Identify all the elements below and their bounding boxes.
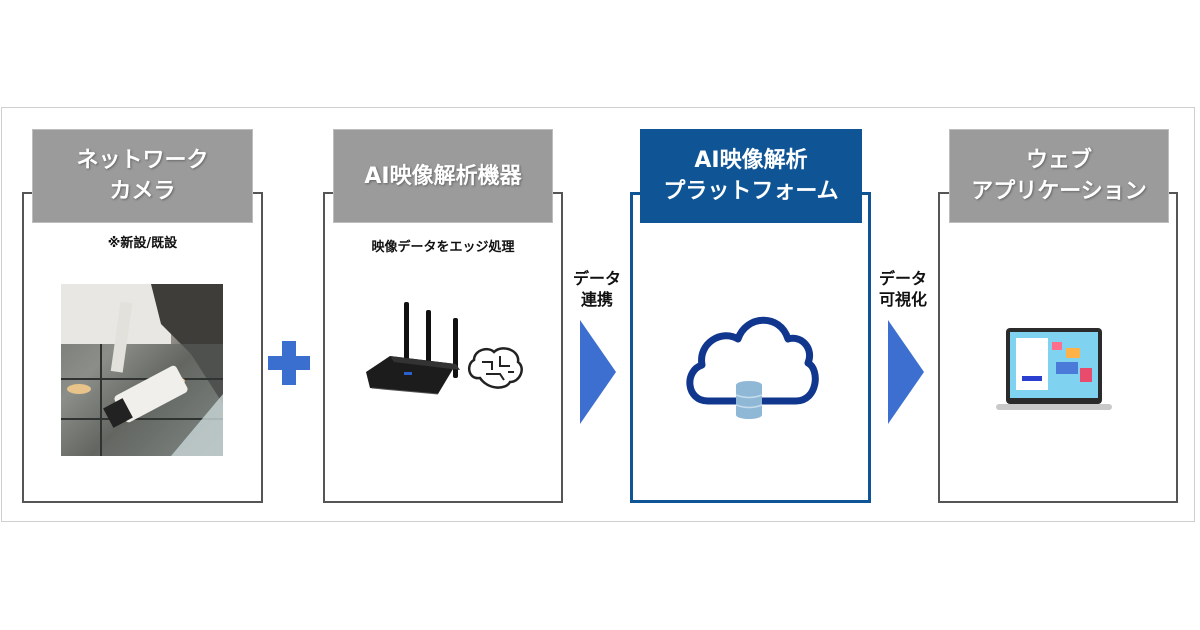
arrow-right-icon [580, 320, 616, 424]
laptop-web-app-icon [996, 326, 1112, 414]
step-header-web-app: ウェブ アプリケーション [949, 129, 1169, 223]
security-camera-photo [61, 284, 223, 456]
step-title-line1: ウェブ [1025, 148, 1092, 173]
arrow-right-icon [888, 320, 924, 424]
connector-label-line1: データ [572, 269, 621, 288]
connector-label-data-link: データ 連携 [566, 268, 628, 310]
step-title-line2: アプリケーション [971, 179, 1147, 204]
edge-router-and-brain-icon [360, 300, 530, 400]
connector-label-line2: 可視化 [878, 290, 927, 309]
step-title-line2: プラットフォーム [663, 179, 839, 204]
step-header-network-camera: ネットワーク カメラ [32, 129, 253, 223]
connector-label-line2: 連携 [580, 290, 613, 309]
step-note-ai-device: 映像データをエッジ処理 [371, 240, 515, 255]
step-header-ai-device: AI映像解析機器 [333, 129, 553, 223]
step-title-line1: ネットワーク [76, 148, 209, 173]
connector-label-line1: データ [878, 269, 927, 288]
cloud-database-icon [680, 305, 820, 425]
step-title-line1: AI映像解析 [694, 148, 808, 173]
connector-label-data-visualization: データ 可視化 [872, 268, 934, 310]
step-title-line2: カメラ [109, 179, 176, 204]
step-header-ai-platform: AI映像解析 プラットフォーム [640, 129, 862, 223]
step-title-line1: AI映像解析機器 [364, 163, 522, 189]
step-note-network-camera: ※新設/既設 [107, 236, 178, 251]
step-box-ai-platform [630, 192, 871, 503]
plus-icon [268, 341, 310, 385]
